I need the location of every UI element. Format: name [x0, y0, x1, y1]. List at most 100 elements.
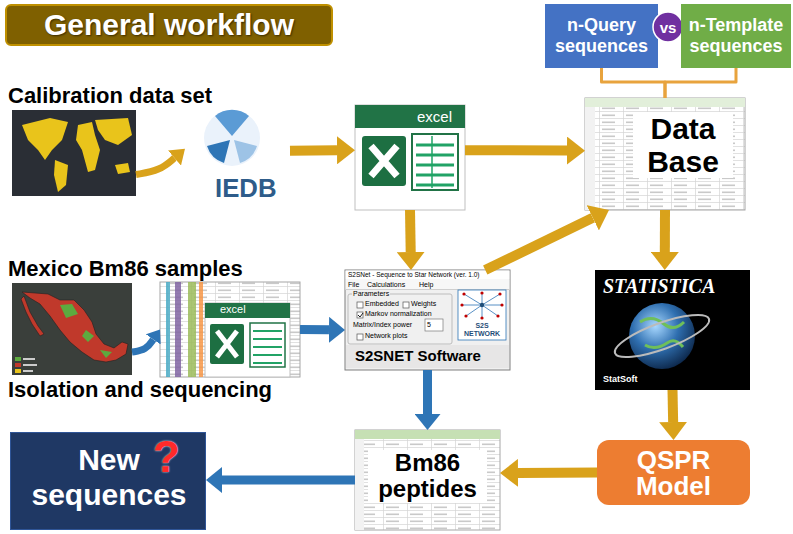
s2snet-window-art	[500, 303, 503, 306]
s2snet-window-art	[425, 319, 443, 331]
field-value: 5	[427, 321, 431, 328]
database-sheet	[585, 107, 595, 210]
iedb-logo: IEDB	[185, 112, 290, 204]
s2snet-window-art	[496, 314, 499, 317]
sequence-sheet	[160, 282, 300, 377]
flow-arrow	[136, 158, 174, 175]
text-holder: StatSoft	[603, 374, 638, 384]
peptides-sheet-art	[355, 430, 500, 530]
mexico-map	[22, 292, 128, 362]
excel-icon-art	[362, 136, 406, 186]
flow-arrow	[405, 210, 416, 252]
mexico-map	[21, 296, 44, 336]
flow-arrow	[602, 68, 666, 98]
logo-text: IEDB	[215, 174, 276, 203]
s2snet-window-art	[357, 334, 363, 340]
mexico-map	[23, 364, 37, 366]
text-holder: Embedded	[365, 300, 399, 307]
excel-icon-art	[416, 145, 454, 185]
template-box: n-Template sequences	[681, 4, 791, 68]
flow-arrow	[132, 339, 153, 352]
text-holder: n-Query sequences	[551, 15, 652, 56]
flow-arrow	[222, 476, 355, 485]
iedb-logo-mark	[204, 110, 260, 166]
text-holder: STATISTICA	[603, 275, 715, 298]
result-box: New sequences?	[10, 432, 206, 530]
iedb-logo-mark	[204, 110, 260, 166]
flow-arrow	[300, 325, 329, 334]
circle-label: vs	[660, 20, 677, 35]
text-holder: Calculations	[367, 281, 405, 288]
query-box: n-Query sequences	[545, 4, 658, 68]
checkbox-label: Weights	[411, 300, 436, 307]
database-sheet	[585, 98, 745, 210]
screenshot-title: S2SNET Software	[355, 347, 481, 364]
mexico-map	[12, 283, 132, 375]
world-map	[76, 122, 100, 172]
s2snet-window: S2SNET Software S2SNet - Sequence to Star…	[345, 270, 510, 370]
question-mark: ?	[153, 435, 180, 479]
excel-icon-art	[355, 105, 465, 128]
statistica-art	[595, 270, 750, 390]
text-holder: Isolation and sequencing	[8, 377, 272, 403]
s2snet-window-art	[346, 280, 510, 290]
section-heading: Mexico Bm86 samples	[8, 256, 243, 282]
database-sheet	[585, 98, 745, 107]
sequence-sheet	[210, 324, 244, 364]
field-label: Matrix/Index power	[353, 321, 412, 328]
text-holder: n-Template sequences	[686, 15, 786, 56]
s2snet-window-art	[480, 303, 484, 307]
mexico-map	[15, 363, 21, 367]
flow-arrow	[660, 210, 670, 252]
text-holder: File	[348, 281, 359, 288]
s2snet-window-art	[348, 294, 452, 344]
text-holder: 5	[427, 321, 431, 328]
sequence-sheet	[188, 282, 196, 377]
checkbox-label: Embedded	[365, 300, 399, 307]
text-holder: excel	[220, 303, 246, 315]
mexico-map	[12, 283, 132, 375]
mexico-map	[15, 369, 21, 373]
peptides-sheet-art	[355, 439, 364, 530]
text-holder: QSPR Model	[614, 447, 734, 499]
text-holder: Data Base	[633, 112, 733, 178]
s2snet-window-art	[480, 316, 483, 319]
mexico-map	[15, 357, 21, 361]
iedb-logo-mark	[215, 110, 249, 136]
box-label: n-Template sequences	[686, 15, 786, 56]
menu-item: Help	[419, 281, 433, 288]
s2snet-window-art	[498, 292, 501, 295]
text-holder: S2SNet - Sequence to Star Network (ver. …	[348, 271, 480, 278]
s2snet-window-art	[345, 270, 510, 370]
s2snet-window-art	[460, 303, 463, 306]
mexico-map	[23, 370, 33, 372]
excel-icon-art	[412, 134, 458, 190]
sequence-sheet	[253, 331, 282, 363]
excel-icon-art	[355, 105, 465, 210]
world-map-panel: Calibration data set	[12, 110, 136, 196]
text-holder: Matrix/Index power	[353, 321, 412, 328]
peptides-sheet-art	[355, 430, 500, 530]
group-label: Parameters	[352, 290, 390, 297]
excel-icon-art	[371, 146, 397, 176]
sequence-sheet	[205, 303, 290, 318]
section-caption: Isolation and sequencing	[8, 377, 272, 403]
s2snet-window-art	[346, 345, 509, 368]
title-banner: General workflow	[5, 4, 333, 46]
world-map	[115, 163, 130, 174]
mexico-map	[100, 350, 112, 358]
sequence-sheet	[199, 282, 203, 377]
menu-item: File	[348, 281, 359, 288]
icon-label: excel	[417, 108, 452, 125]
excel-icon-art	[355, 105, 465, 210]
text-holder: S2SNET Software	[355, 347, 481, 364]
mexico-map	[82, 330, 94, 342]
excel-sheet: excel	[160, 282, 300, 377]
vendor-name: StatSoft	[603, 374, 638, 384]
world-map	[22, 118, 68, 160]
text-holder: Help	[419, 281, 433, 288]
circle-outline	[653, 12, 683, 42]
database-screenshot: Data Base	[585, 98, 745, 210]
sequence-sheet	[205, 303, 290, 377]
